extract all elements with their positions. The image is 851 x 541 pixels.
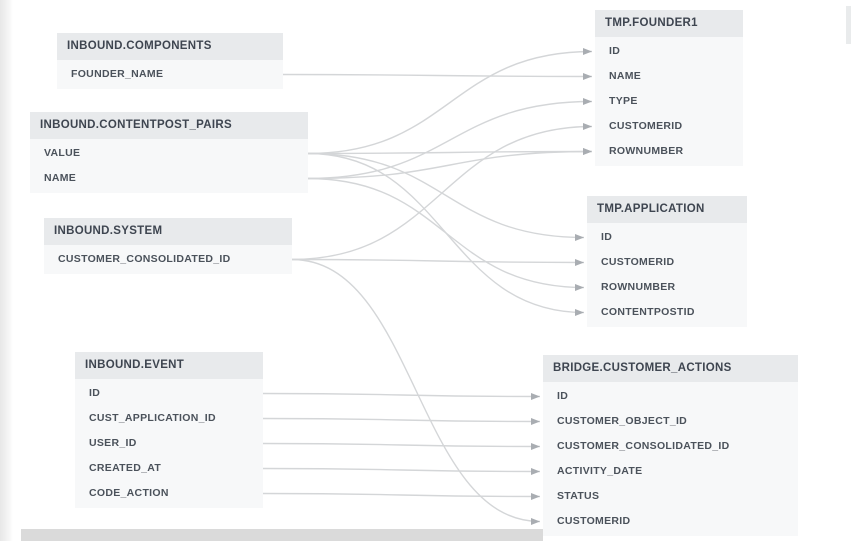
canvas-edge-bottom-band	[21, 529, 543, 541]
table-field-list: ID CUST_APPLICATION_ID USER_ID CREATED_AT CO…	[75, 379, 263, 508]
field-row[interactable]: STATUS	[557, 490, 600, 502]
field-row[interactable]: NAME	[44, 172, 77, 184]
table-field-list: VALUE NAME	[30, 139, 308, 193]
mapping-wire	[307, 177, 585, 291]
table-field-list: ID CUSTOMER_OBJECT_ID CUSTOMER_CONSOLIDATE…	[543, 382, 798, 536]
mapping-wire	[291, 123, 593, 261]
table-field-list: CUSTOMER_CONSOLIDATED_ID	[44, 245, 292, 274]
field-row[interactable]: FOUNDER_NAME	[71, 68, 164, 80]
table-header[interactable]: INBOUND.CONTENTPOST_PAIRS	[30, 112, 308, 139]
field-row[interactable]: ID	[609, 45, 621, 57]
table-header[interactable]: TMP.APPLICATION	[587, 196, 747, 223]
table-field-list: ID NAME TYPE CUSTOMERID ROWNUMBER	[595, 37, 743, 166]
table-header[interactable]: BRIDGE.CUSTOMER_ACTIONS	[543, 355, 798, 382]
canvas-edge-left-shade	[0, 0, 13, 541]
field-row[interactable]: ID	[601, 231, 613, 243]
table-header[interactable]: INBOUND.COMPONENTS	[57, 33, 283, 60]
table-inbound-system: INBOUND.SYSTEM CUSTOMER_CONSOLIDATED_ID	[44, 218, 292, 274]
field-row[interactable]: CUSTOMERID	[601, 256, 675, 268]
field-row[interactable]: CODE_ACTION	[89, 487, 169, 499]
table-header[interactable]: TMP.FOUNDER1	[595, 10, 743, 37]
field-row[interactable]: ACTIVITY_DATE	[557, 465, 643, 477]
field-row[interactable]: CUSTOMER_CONSOLIDATED_ID	[557, 440, 730, 452]
table-field-list: ID CUSTOMERID ROWNUMBER CONTENTPOSTID	[587, 223, 747, 327]
table-header[interactable]: INBOUND.EVENT	[75, 352, 263, 379]
field-row[interactable]: CUSTOMERID	[557, 515, 631, 527]
mapping-wire	[262, 392, 541, 400]
field-row[interactable]: CUSTOMER_CONSOLIDATED_ID	[58, 253, 231, 265]
field-row[interactable]: NAME	[609, 70, 642, 82]
table-tmp-application: TMP.APPLICATION ID CUSTOMERID ROWNUMBER CONT…	[587, 196, 747, 327]
table-bridge-customer-actions: BRIDGE.CUSTOMER_ACTIONS ID CUSTOMER_OBJECT…	[543, 355, 798, 536]
mapping-wire	[307, 148, 593, 180]
canvas-edge-cropped-table	[846, 6, 851, 44]
mapping-wire	[307, 152, 585, 241]
table-field-list: FOUNDER_NAME	[57, 60, 283, 89]
mapping-wire	[262, 417, 541, 425]
table-inbound-contentpost-pairs: INBOUND.CONTENTPOST_PAIRS VALUE NAME	[30, 112, 308, 193]
field-row[interactable]: ROWNUMBER	[609, 145, 684, 157]
field-row[interactable]: TYPE	[609, 95, 638, 107]
field-row[interactable]: ID	[557, 390, 569, 402]
mapping-wire	[262, 467, 541, 475]
field-row[interactable]: USER_ID	[89, 437, 137, 449]
field-row[interactable]: CREATED_AT	[89, 462, 162, 474]
table-inbound-components: INBOUND.COMPONENTS FOUNDER_NAME	[57, 33, 283, 89]
mapping-wire	[291, 258, 541, 525]
field-row[interactable]: CUST_APPLICATION_ID	[89, 412, 216, 424]
mapping-wire	[262, 492, 541, 500]
field-row[interactable]: VALUE	[44, 147, 81, 159]
field-row[interactable]: CONTENTPOSTID	[601, 306, 695, 318]
mapping-wire	[307, 98, 593, 180]
mapping-wire	[307, 48, 593, 155]
mapping-wire	[291, 258, 585, 266]
field-row[interactable]: CUSTOMERID	[609, 120, 683, 132]
table-header[interactable]: INBOUND.SYSTEM	[44, 218, 292, 245]
table-inbound-event: INBOUND.EVENT ID CUST_APPLICATION_ID USER_I…	[75, 352, 263, 508]
field-row[interactable]: ID	[89, 387, 101, 399]
mapping-wire	[262, 442, 541, 450]
mapping-wire	[282, 72, 593, 80]
mapping-wire	[307, 148, 593, 156]
field-row[interactable]: ROWNUMBER	[601, 281, 676, 293]
field-row[interactable]: CUSTOMER_OBJECT_ID	[557, 415, 688, 427]
